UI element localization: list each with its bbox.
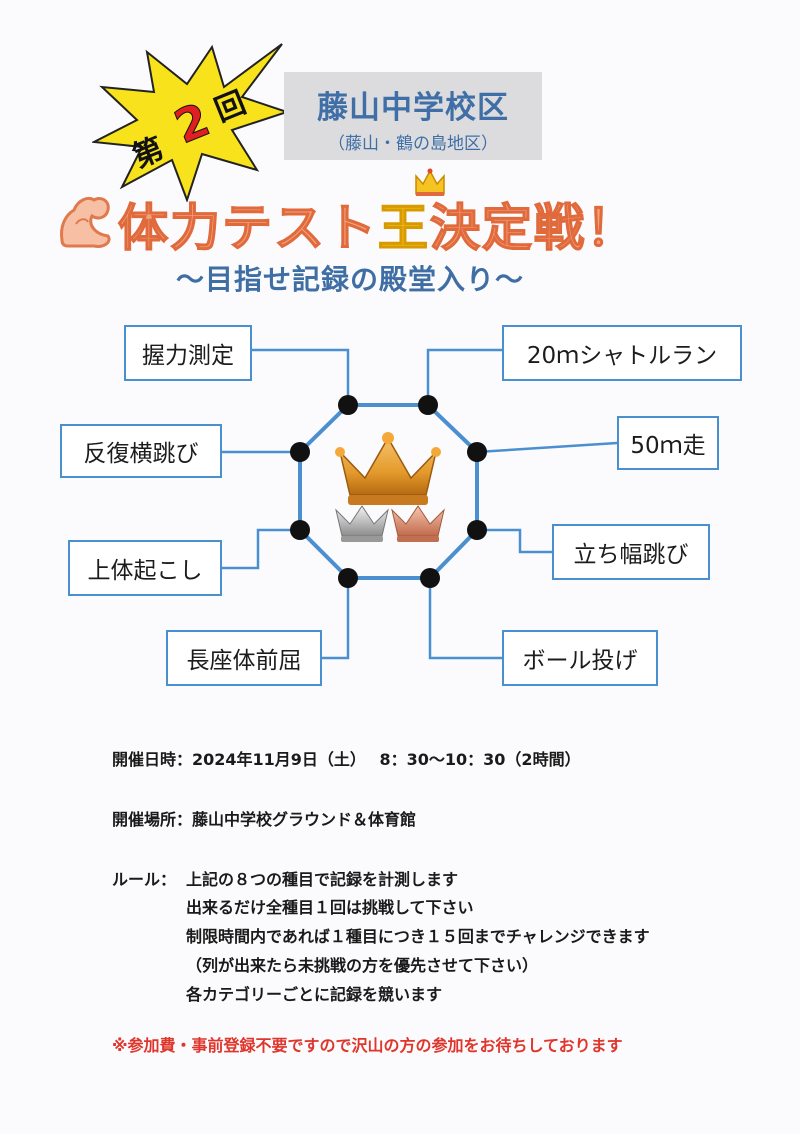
- event-date: 開催日時：2024年11月9日（土） 8：30～10：30（2時間）: [112, 750, 581, 769]
- event-grip: 握力測定: [124, 325, 252, 381]
- district-box: 藤山中学校区 （藤山・鶴の島地区）: [284, 72, 542, 160]
- bronze-crown-icon: [391, 505, 445, 542]
- event-side-step: 反復横跳び: [60, 424, 222, 478]
- notice-text: ※参加費・事前登録不要ですので沢山の方の参加をお待ちしております: [112, 1036, 623, 1055]
- event-standing-long-jump: 立ち幅跳び: [552, 524, 710, 580]
- starburst-icon: [92, 43, 291, 202]
- events-diagram: [222, 348, 618, 660]
- event-sit-and-reach: 長座体前屈: [166, 630, 322, 686]
- rule-item: 出来るだけ全種目１回は挑戦して下さい: [186, 898, 474, 917]
- page-title: 体力テスト王決定戦！: [117, 188, 638, 260]
- title-part-3: 決定戦！: [429, 198, 638, 258]
- title-crown-icon: [415, 168, 445, 196]
- gold-crown-icon: [335, 432, 441, 505]
- rules-label: ルール：: [112, 870, 177, 889]
- title-part-1: 体力テスト: [117, 198, 378, 258]
- rule-item: （列が出来たら未挑戦の方を優先させて下さい）: [186, 956, 539, 975]
- connector-lines: [222, 348, 618, 660]
- rule-item: 上記の８つの種目で記録を計測します: [186, 870, 459, 889]
- title-part-king: 王: [377, 198, 430, 258]
- rule-item: 各カテゴリーごとに記録を競います: [186, 985, 443, 1004]
- event-venue: 開催場所：藤山中学校グラウンド＆体育館: [112, 810, 417, 829]
- page-subtitle: ～目指せ記録の殿堂入り～: [176, 263, 525, 296]
- flexed-arm-icon: [60, 196, 111, 248]
- event-ball-throw: ボール投げ: [502, 630, 658, 686]
- silver-crown-icon: [335, 505, 389, 542]
- event-shuttle-run: 20ｍシャトルラン: [502, 325, 742, 381]
- district-subtitle: （藤山・鶴の島地区）: [328, 134, 498, 154]
- district-name: 藤山中学校区: [317, 90, 509, 126]
- event-50m-dash: 50ｍ走: [617, 416, 719, 470]
- octagon-dots: [290, 395, 487, 588]
- rule-item: 制限時間内であれば１種目につき１５回までチャレンジできます: [186, 927, 650, 946]
- event-sit-up: 上体起こし: [68, 540, 222, 596]
